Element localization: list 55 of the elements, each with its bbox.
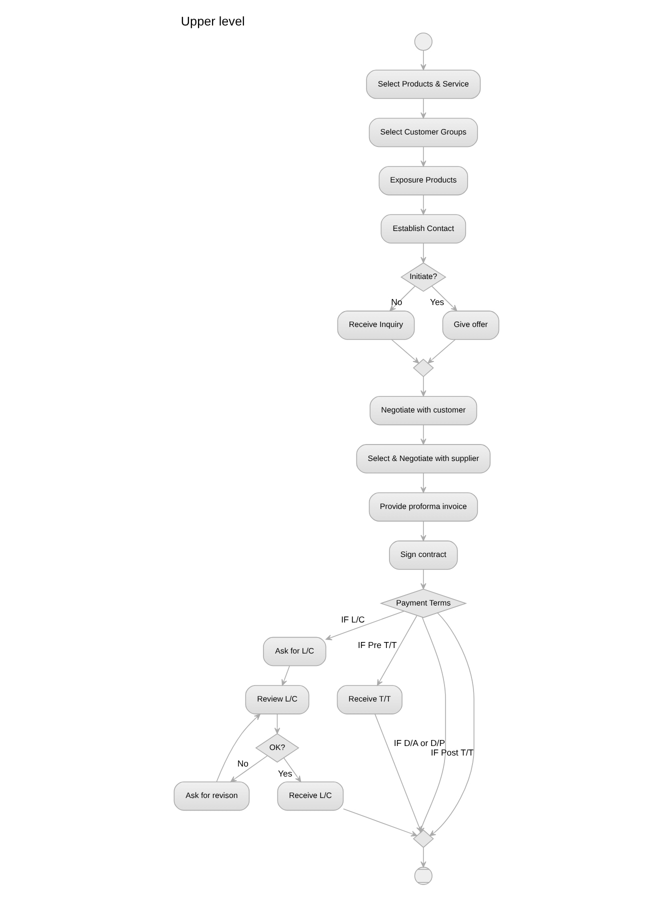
arrow: [390, 339, 419, 364]
node-diamond: Initiate?: [400, 262, 446, 292]
diagram-title: Upper level: [180, 14, 244, 29]
edge-label: No: [236, 758, 248, 768]
arrow: [420, 520, 426, 542]
edge-label: No: [390, 297, 402, 308]
node-box: Sign contract: [388, 540, 458, 570]
arrow: [420, 242, 426, 264]
arrow: [420, 194, 426, 215]
arrow: [230, 755, 268, 782]
arrow: [420, 847, 426, 868]
node-box: Ask for L/C: [262, 636, 326, 666]
node-box: Provide proforma invoice: [368, 492, 478, 522]
arrow: [216, 714, 260, 782]
node-circle: [414, 32, 432, 51]
node-box: Select Customer Groups: [368, 118, 478, 148]
edge-label: IF Pre T/T: [357, 640, 396, 650]
node-box: Review L/C: [244, 685, 309, 714]
node-box: Select & Negotiate with supplier: [356, 444, 490, 474]
edge-label: IF Post T/T: [430, 748, 474, 758]
node-diamond: OK?: [254, 733, 299, 763]
arrow: [325, 610, 404, 640]
edge-label: Yes: [278, 768, 292, 779]
arrow: [420, 472, 426, 493]
node-box: Give offer: [442, 310, 499, 340]
node-box: Ask for revison: [173, 781, 250, 811]
arrow: [430, 286, 457, 312]
node-box: Receive T/T: [336, 685, 402, 714]
arrow: [376, 615, 417, 686]
node-box: Receive L/C: [276, 781, 344, 811]
node-diamond: [412, 830, 434, 848]
node-box: Establish Contact: [380, 214, 466, 244]
arrow: [428, 612, 474, 836]
node-box: Receive Inquiry: [336, 310, 414, 340]
node-box: Negotiate with customer: [369, 396, 477, 426]
edge-label: IF D/A or D/P: [393, 738, 444, 748]
arrow: [427, 339, 456, 364]
arrow: [274, 714, 280, 734]
arrow: [420, 376, 426, 396]
arrow: [281, 665, 290, 686]
edge-label: IF L/C: [340, 614, 364, 625]
arrow: [282, 758, 301, 782]
node-box: Select Products & Service: [366, 70, 480, 99]
arrow: [342, 808, 417, 836]
node-box: Exposure Products: [378, 166, 468, 196]
node-diamond: [412, 358, 434, 378]
arrow: [420, 569, 426, 590]
edge-label: Yes: [429, 297, 444, 308]
node-diamond: Payment Terms: [379, 588, 467, 618]
arrow: [420, 424, 426, 445]
arrow: [374, 714, 422, 832]
arrow: [420, 146, 426, 167]
arrow: [420, 50, 426, 70]
arrow: [389, 286, 415, 312]
arrow: [420, 98, 426, 118]
